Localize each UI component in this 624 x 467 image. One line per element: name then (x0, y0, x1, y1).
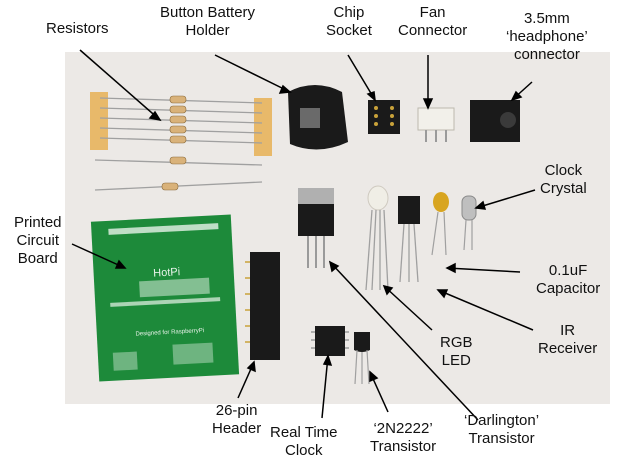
header-26pin (250, 252, 280, 360)
label-header-26pin: 26-pin Header (212, 402, 262, 437)
label-resistors: Resistors (46, 20, 109, 37)
label-ir-receiver: IR Receiver (538, 322, 598, 357)
capacitor (433, 192, 449, 212)
label-fan-connector: Fan Connector (398, 4, 468, 39)
clock-crystal (461, 195, 477, 221)
pcb-title: HotPi (153, 266, 180, 279)
resistor-body (169, 95, 187, 104)
transistor-2n2222 (354, 332, 370, 352)
resistor-body (169, 105, 187, 114)
label-headphone-connector: 3.5mm ‘headphone’ connector (506, 10, 588, 63)
label-chip-socket: Chip Socket (326, 4, 372, 39)
label-printed-circuit-board: Printed Circuit Board (14, 214, 62, 267)
chip-socket (368, 100, 400, 134)
headphone-jack-hole (500, 112, 516, 128)
resistor-body (169, 125, 187, 134)
resistor-body (169, 156, 187, 165)
tape-right (254, 98, 272, 156)
label-real-time-clock: Real Time Clock (270, 424, 338, 459)
battery-holder-contact (300, 108, 320, 128)
resistor-body (169, 115, 187, 124)
rgb-led (367, 185, 389, 211)
label-clock-crystal: Clock Crystal (540, 162, 587, 197)
resistors-strip (90, 92, 272, 191)
real-time-clock-chip (315, 326, 345, 356)
pcb-designed-for: Designed for RaspberryPi (135, 328, 204, 338)
label-darlington-transistor: ‘Darlington’ Transistor (464, 412, 540, 447)
resistor-body (161, 182, 179, 191)
printed-circuit-board: HotPi Designed for RaspberryPi (90, 214, 240, 382)
label-capacitor: 0.1uF Capacitor (536, 262, 601, 297)
ir-receiver (398, 196, 420, 224)
label-rgb-led: RGB LED (440, 334, 473, 369)
label-transistor-2n2222: ‘2N2222’ Transistor (370, 420, 437, 455)
label-button-battery-holder: Button Battery Holder (160, 4, 256, 39)
resistor-body (169, 135, 187, 144)
tape-left (90, 92, 108, 150)
callout-arrows (71, 49, 536, 421)
fan-connector (417, 107, 455, 131)
